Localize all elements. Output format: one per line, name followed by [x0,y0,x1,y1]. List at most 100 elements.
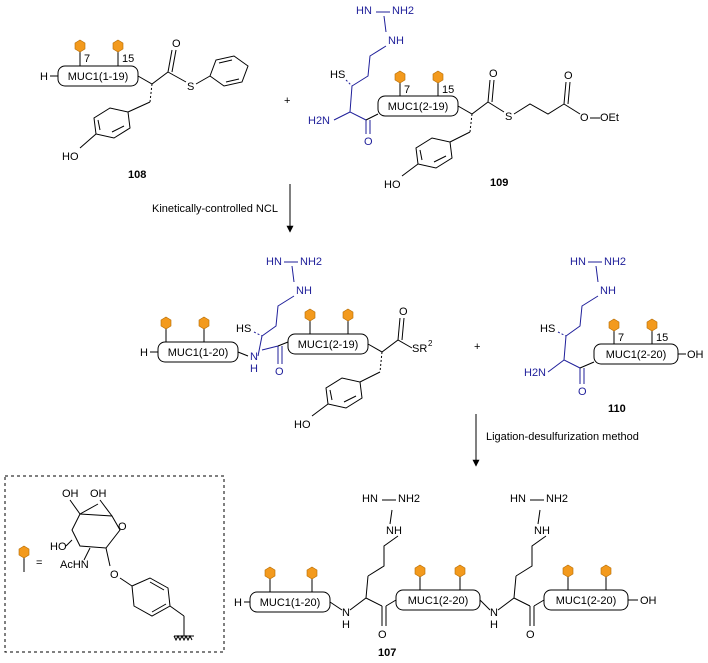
site-label: 15 [122,53,134,65]
thiol-label: HS [236,323,251,335]
acetamido-label: AcHN [60,559,89,571]
nh-label: NH [296,285,312,297]
carbonyl-o-label: O [364,136,373,148]
h-terminus-label: H [40,71,48,83]
sr-label: SR [412,343,427,355]
site-label: 7 [618,332,624,344]
compound-110: HN NH2 NH HS H2N O MUC1(2-20) 7 15 OH 11… [524,256,704,415]
carbonyl-o-label: O [378,629,387,641]
plus-sign: + [474,341,480,353]
amide-n-label: N [490,607,498,619]
site-label: 15 [442,84,454,96]
nh2-label: NH2 [300,256,322,268]
segment-label: MUC1(2-19) [298,339,359,351]
hydroxyl-label: OH [62,488,79,500]
glycan-marker-icon [608,318,620,332]
hydroxyl-label: HO [294,419,311,431]
glycan-marker-icon [432,70,444,84]
glycan-marker-icon [306,566,318,580]
nh2-label: NH2 [604,256,626,268]
carbonyl-o-label: O [526,629,535,641]
hn-label: HN [266,256,282,268]
glycan-marker-icon [562,564,574,578]
segment-label: MUC1(2-20) [408,595,469,607]
hydroxyl-label: OH [90,488,107,500]
site-label: 7 [404,84,410,96]
sr-superscript: 2 [428,339,433,348]
nh-label: NH [386,525,402,537]
equals-sign: = [36,557,42,569]
glycan-marker-icon [264,566,276,580]
amide-n-label: N [250,351,258,363]
compound-109: HN NH2 NH HS H2N O MUC1(2-19) 7 15 O S O… [308,5,619,191]
o-label: O [489,68,498,80]
nh2-label: NH2 [546,493,568,505]
h-terminus-label: H [234,597,242,609]
hydroxyl-label: HO [50,541,67,553]
carbonyl-o-label: O [578,386,587,398]
nh-label: NH [388,35,404,47]
hydroxyl-label: OH [640,595,657,607]
amide-h-label: H [250,363,258,375]
compound-number: 110 [608,403,626,415]
s-label: S [505,111,512,123]
glycan-marker-icon [160,316,172,330]
glycan-marker-icon [394,70,406,84]
glycan-marker-icon [414,564,426,578]
hydroxyl-label: HO [384,179,401,191]
glycan-marker-icon [342,308,354,322]
o-label: O [564,70,573,82]
nh2-label: NH2 [392,5,414,17]
hn-label: HN [510,493,526,505]
arrow-condition-label: Ligation-desulfurization method [486,431,639,443]
ethyl-label: OEt [600,112,619,124]
glycan-marker-icon [74,39,86,53]
ring-oxygen-label: O [118,521,127,533]
glycan-legend: = OH OH O HO AcHN O [4,475,225,653]
segment-label: MUC1(1-19) [68,71,129,83]
amide-n-label: N [342,607,350,619]
nh-label: NH [600,285,616,297]
compound-108: H MUC1(1-19) 7 15 O S HO 108 [40,38,249,181]
glycan-marker-icon [112,39,124,53]
segment-label: MUC1(2-19) [388,101,449,113]
hydroxyl-label: HO [62,151,79,163]
hydroxyl-label: OH [687,349,704,361]
intermediate-thioester: HN NH2 NH HS H MUC1(1-20) N H O MUC1(2-1… [140,256,433,431]
o-label: O [580,112,589,124]
segment-label: MUC1(1-20) [260,597,321,609]
compound-number: 109 [490,177,508,189]
legend-border [4,475,225,653]
glycan-marker-icon [646,318,658,332]
glycan-marker-icon [454,564,466,578]
hn-label: HN [356,5,372,17]
compound-number: 107 [378,647,396,659]
compound-107: H MUC1(1-20) N H O NH HN NH2 MUC1(2-20) … [234,493,657,659]
glycan-marker-icon [304,308,316,322]
s-label: S [187,81,194,93]
nh-label: NH [534,525,550,537]
hn-label: HN [570,256,586,268]
site-label: 15 [656,332,668,344]
nh2-label: NH2 [398,493,420,505]
h-terminus-label: H [140,347,148,359]
amine-label: H2N [308,115,330,127]
thiol-label: HS [330,69,345,81]
segment-label: MUC1(2-20) [556,595,617,607]
o-label: O [172,38,181,50]
site-label: 7 [84,53,90,65]
carbonyl-o-label: O [275,366,284,378]
amide-h-label: H [342,619,350,631]
hn-label: HN [362,493,378,505]
plus-sign: + [284,95,290,107]
amine-label: H2N [524,367,546,379]
glycan-marker-icon [18,545,30,559]
thiol-label: HS [540,323,555,335]
glycan-marker-icon [600,564,612,578]
glycan-marker-icon [198,316,210,330]
segment-label: MUC1(1-20) [168,347,229,359]
o-label: O [399,306,408,318]
segment-label: MUC1(2-20) [606,349,667,361]
amide-h-label: H [490,619,498,631]
